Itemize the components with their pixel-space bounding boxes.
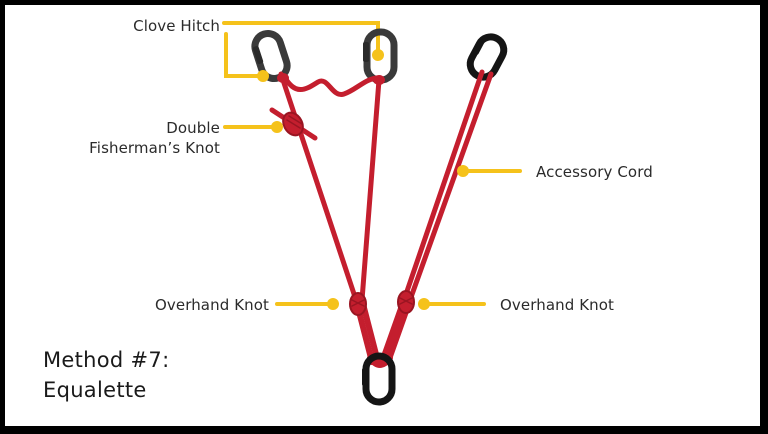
callout-lines	[222, 21, 522, 306]
equalette-anchor-diagram	[222, 21, 522, 406]
callout-dot-icon	[257, 70, 269, 82]
diagram-title: Method #7: Equalette	[43, 345, 169, 405]
carabiner-master-point	[362, 352, 396, 406]
label-double-fisherman-line2: Fisherman’s Knot	[89, 139, 220, 157]
overhand-knot-left	[349, 292, 367, 316]
clove-hitch-callout-left	[224, 32, 265, 78]
label-overhand-knot-right: Overhand Knot	[500, 296, 615, 314]
double-fisherman-knot	[269, 107, 318, 141]
diagram-frame: Clove Hitch Double Fisherman’s Knot Acce…	[5, 5, 760, 426]
callout-dot-icon	[271, 121, 283, 133]
callout-dots	[257, 49, 469, 310]
callout-dot-icon	[457, 165, 469, 177]
label-accessory-cord: Accessory Cord	[536, 163, 653, 181]
callout-dot-icon	[372, 49, 384, 61]
callout-dot-icon	[327, 298, 339, 310]
accessory-cord-rope	[269, 69, 494, 368]
overhand-knot-right	[397, 290, 415, 314]
label-double-fisherman-line1: Double	[166, 119, 220, 137]
label-overhand-knot-left: Overhand Knot	[154, 296, 269, 314]
carabiner-top-right	[466, 33, 508, 81]
clove-hitch-callout-right	[222, 21, 380, 57]
title-line1: Method #7:	[43, 348, 170, 372]
title-line2: Equalette	[43, 378, 147, 402]
label-clove-hitch: Clove Hitch	[133, 17, 220, 35]
callout-dot-icon	[418, 298, 430, 310]
